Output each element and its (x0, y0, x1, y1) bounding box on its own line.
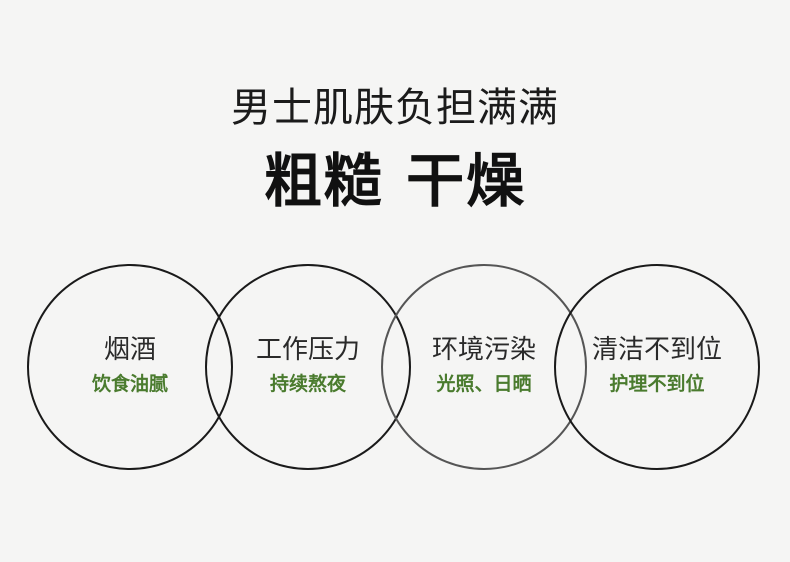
circle-subtitle: 持续熬夜 (269, 373, 346, 395)
circle-subtitle: 护理不到位 (609, 373, 705, 395)
circle-title: 烟酒 (103, 335, 156, 365)
circle-label-4: 清洁不到位 护理不到位 (557, 334, 757, 396)
headline: 粗糙 干燥 (263, 147, 527, 215)
circle-title: 工作压力 (255, 335, 360, 365)
circle-label-2: 工作压力 持续熬夜 (208, 334, 408, 396)
circle-subtitle: 光照、日晒 (436, 373, 532, 395)
circle-environment (381, 264, 587, 470)
circle-cleaning (554, 264, 760, 470)
circle-label-3: 环境污染 光照、日晒 (384, 334, 584, 396)
circle-title: 环境污染 (431, 335, 536, 365)
subtitle: 男士肌肤负担满满 (231, 85, 559, 131)
circle-smoking-drinking (27, 264, 233, 470)
circle-work-pressure (205, 264, 411, 470)
circle-title: 清洁不到位 (591, 335, 722, 365)
circle-label-1: 烟酒 饮食油腻 (30, 334, 230, 396)
circle-subtitle: 饮食油腻 (91, 373, 168, 395)
